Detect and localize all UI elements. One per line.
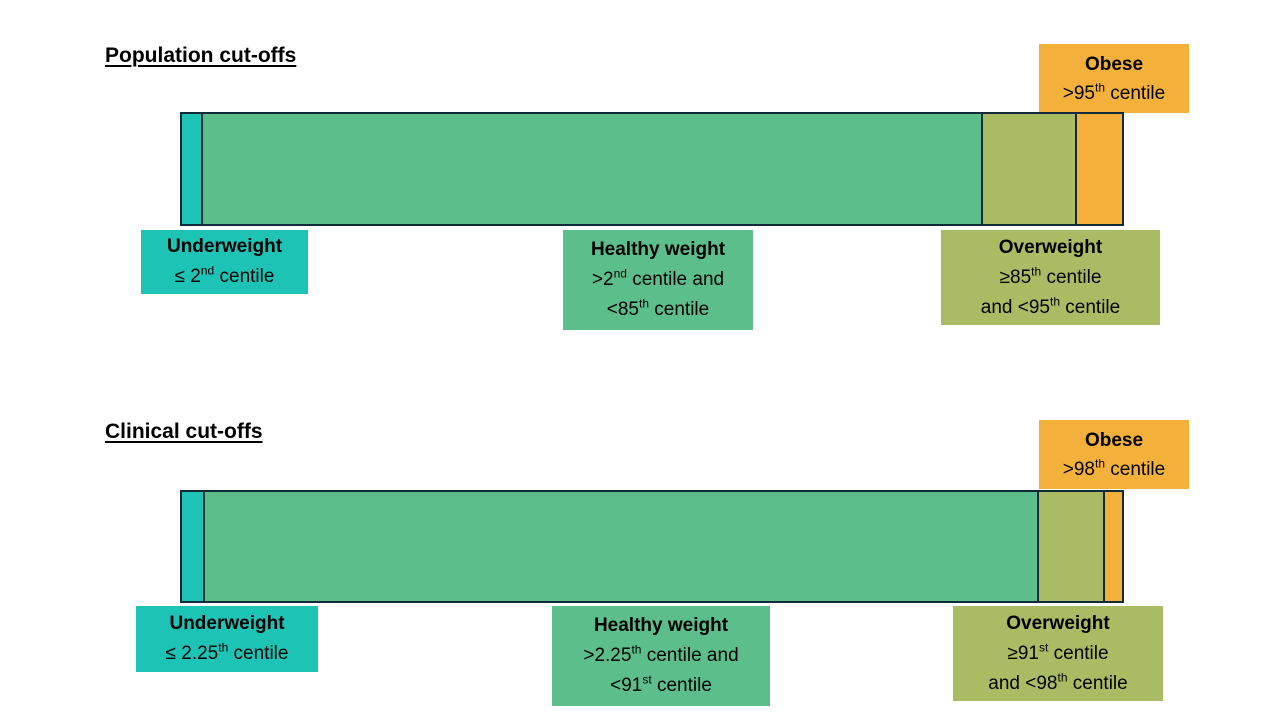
clinical-healthy-weight-title: Healthy weight — [593, 615, 729, 636]
population-healthy-weight-label: Healthy weight >2nd centile and <85th ce… — [563, 230, 753, 330]
clinical-overweight-range-line2: and <98th centile — [988, 670, 1128, 694]
clinical-overweight-label: Overweight ≥91st centile and <98th centi… — [953, 606, 1163, 701]
population-obese-range: >95th centile — [1062, 80, 1166, 104]
clinical-overweight-title: Overweight — [1006, 612, 1110, 634]
population-obese-label: Obese >95th centile — [1039, 44, 1189, 113]
clinical-underweight-label: Underweight ≤ 2.25th centile — [136, 606, 318, 672]
clinical-obese-range: >98th centile — [1062, 456, 1166, 480]
clinical-overweight-segment — [1037, 492, 1104, 601]
population-healthy-weight-range-line2: <85th centile — [606, 296, 710, 320]
population-overweight-label: Overweight ≥85th centile and <95th centi… — [941, 230, 1160, 325]
clinical-underweight-title: Underweight — [169, 613, 285, 634]
clinical-healthy-segment — [203, 492, 1038, 601]
population-overweight-segment — [980, 114, 1075, 224]
clinical-obese-label: Obese >98th centile — [1039, 420, 1189, 489]
population-healthy-weight-title: Healthy weight — [590, 239, 726, 260]
clinical-section-heading: Clinical cut-offs — [105, 420, 263, 443]
clinical-underweight-range: ≤ 2.25th centile — [165, 640, 289, 664]
population-section-heading: Population cut-offs — [105, 44, 297, 67]
clinical-centile-bar — [180, 490, 1124, 603]
clinical-underweight-segment — [182, 492, 204, 601]
clinical-obese-title: Obese — [1084, 429, 1144, 451]
clinical-obese-segment — [1103, 492, 1122, 601]
population-healthy-segment — [200, 114, 981, 224]
population-obese-title: Obese — [1084, 53, 1144, 75]
clinical-healthy-weight-range-line1: >2.25th centile and — [583, 642, 739, 666]
population-healthy-weight-range-line1: >2nd centile and — [591, 266, 725, 290]
population-overweight-range-line1: ≥85th centile — [999, 264, 1102, 288]
population-underweight-label: Underweight ≤ 2nd centile — [141, 230, 308, 294]
clinical-healthy-weight-label: Healthy weight >2.25th centile and <91st… — [552, 606, 770, 706]
population-underweight-title: Underweight — [166, 236, 283, 257]
population-overweight-range-line2: and <95th centile — [980, 294, 1121, 318]
population-underweight-range: ≤ 2nd centile — [174, 263, 275, 287]
population-obese-segment — [1074, 114, 1122, 224]
clinical-healthy-weight-range-line2: <91st centile — [610, 672, 712, 696]
clinical-overweight-range-line1: ≥91st centile — [1007, 640, 1109, 664]
population-overweight-title: Overweight — [998, 236, 1103, 258]
population-centile-bar — [180, 112, 1124, 226]
population-underweight-segment — [182, 114, 201, 224]
